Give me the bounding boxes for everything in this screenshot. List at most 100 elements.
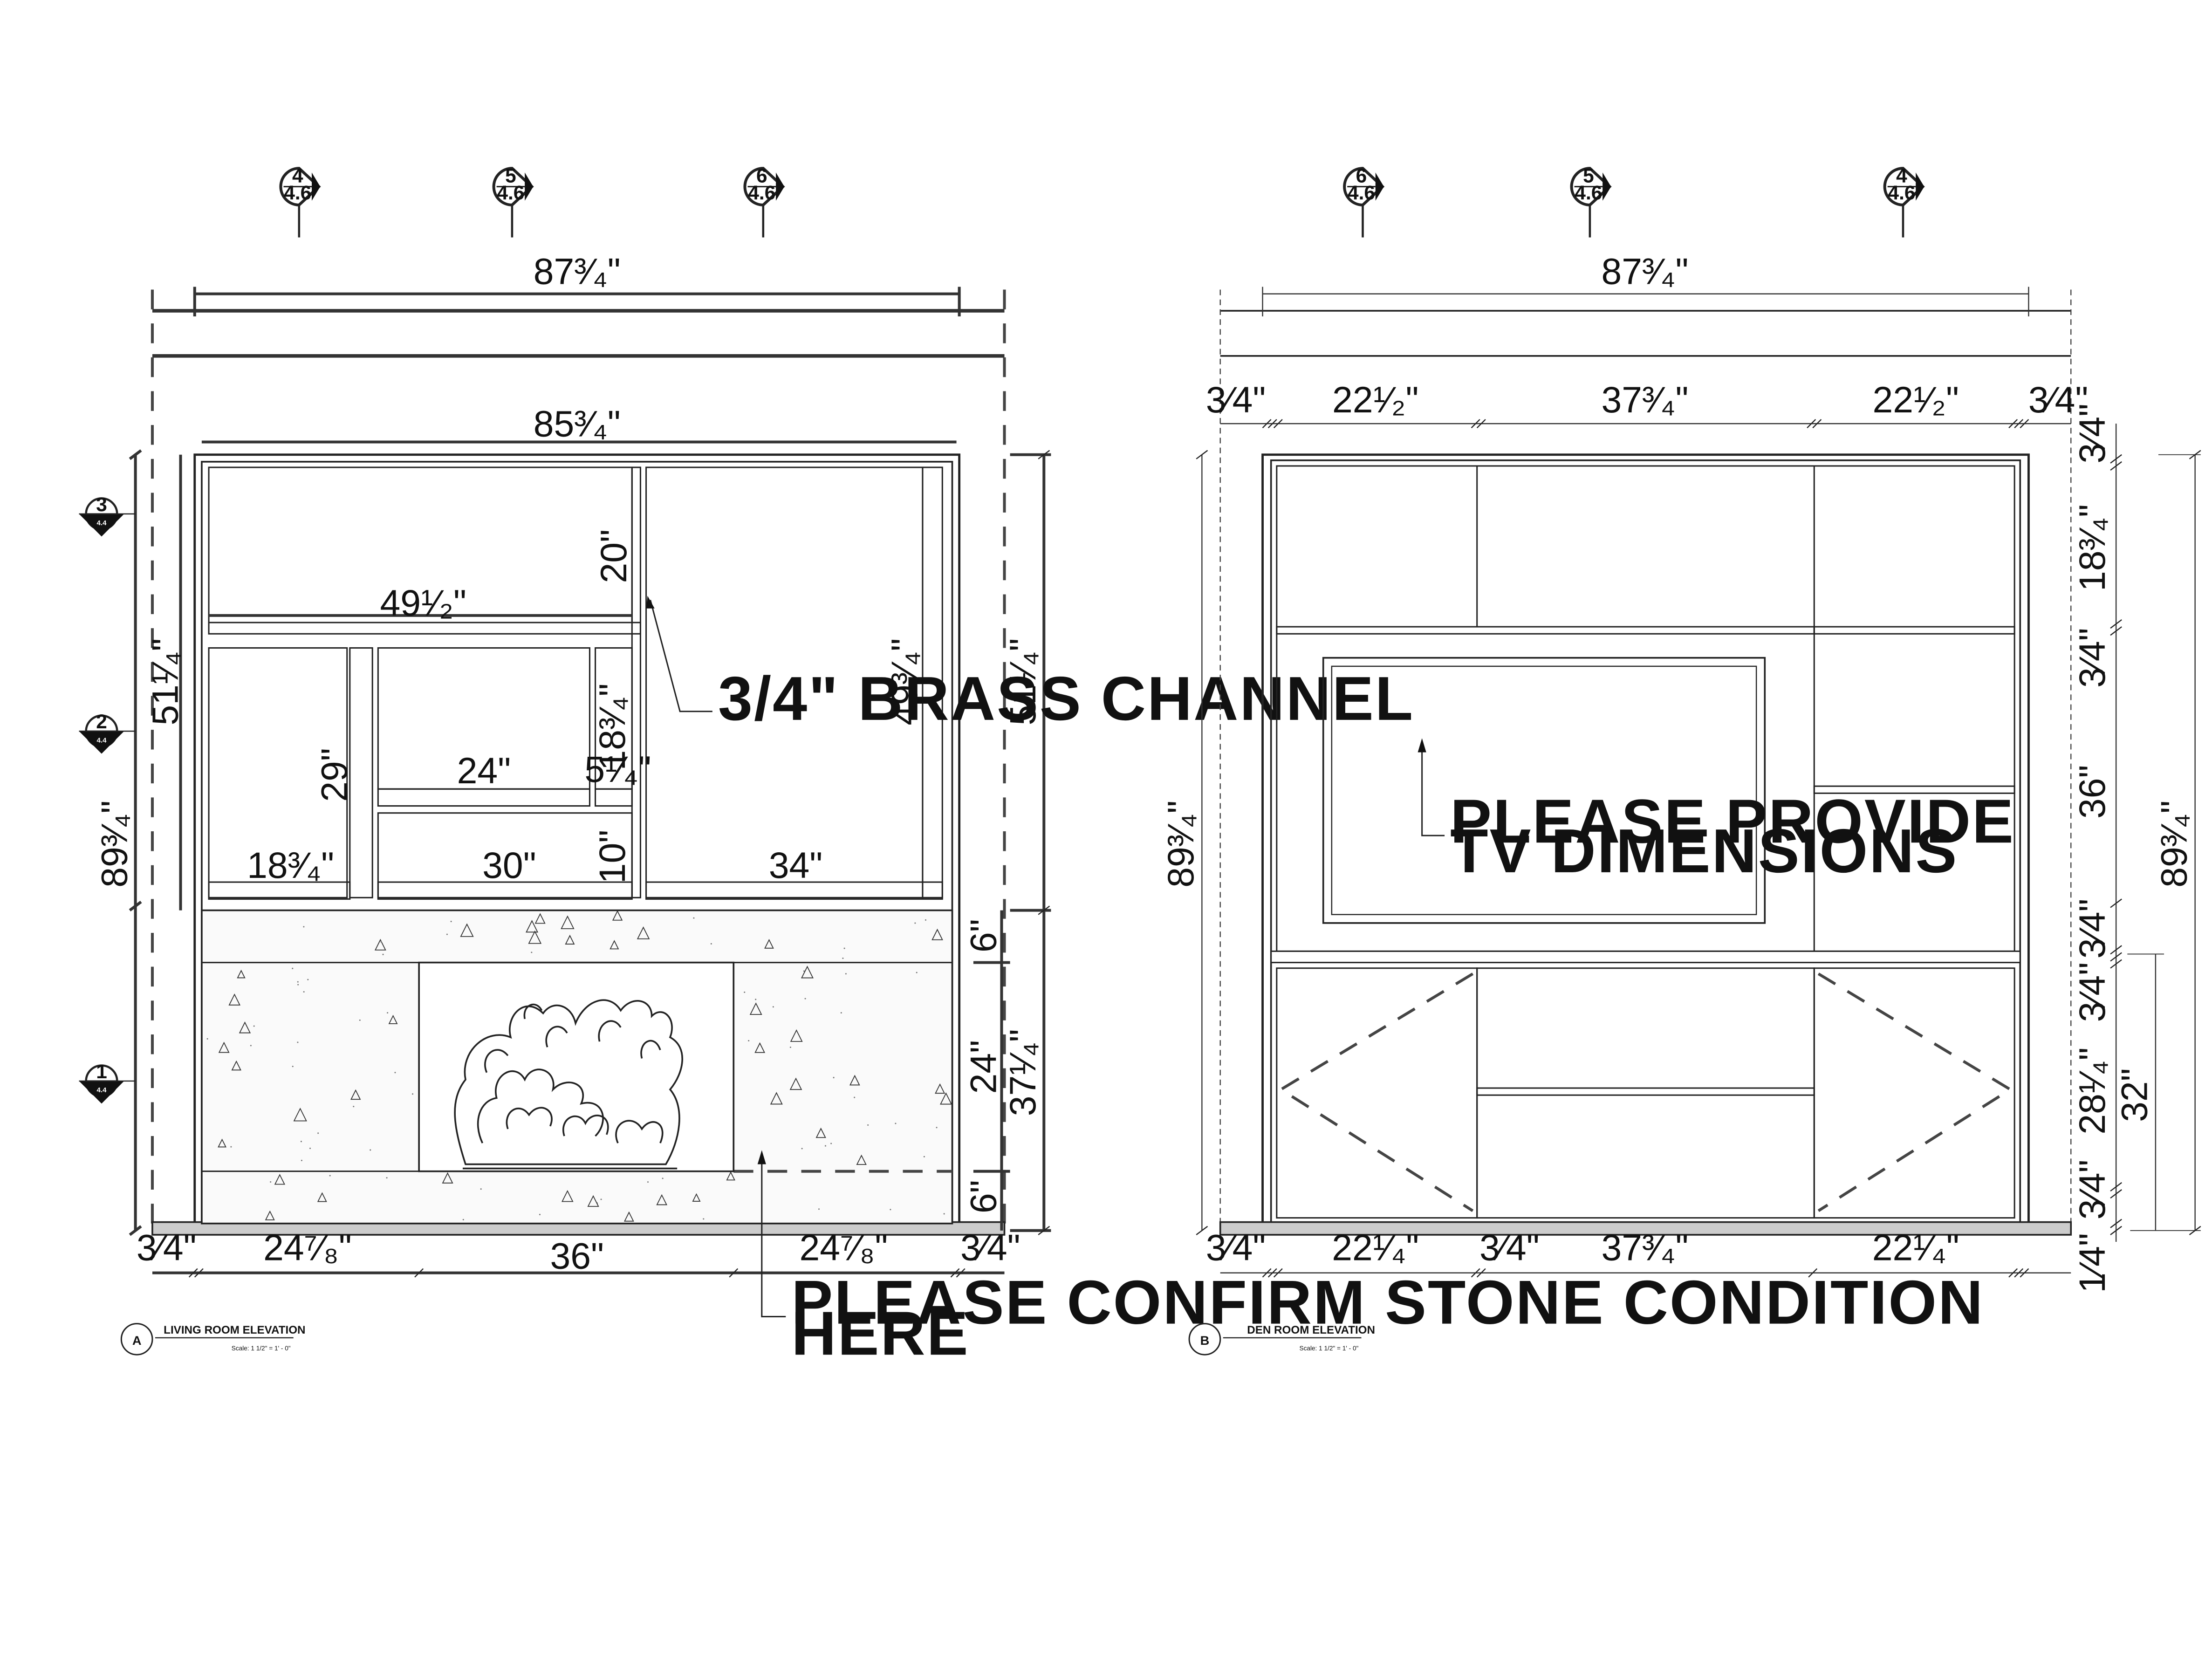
level-marker-sheet: 4.4: [96, 1086, 107, 1094]
stone-speck: [789, 1047, 791, 1048]
level-marker-sheet: 4.4: [96, 736, 107, 744]
dim-top-right-b: 3⁄4": [2028, 379, 2089, 420]
level-marker-number: 2: [96, 711, 107, 733]
stone-aggregate: [460, 923, 474, 937]
stone-speck: [382, 953, 384, 955]
fireplace-flames: [454, 999, 684, 1170]
dim-10-height: 10": [592, 830, 633, 883]
section-marker-b3[interactable]: 4 4.6: [1883, 164, 1925, 238]
dim-top-left-b: 3⁄4": [1206, 379, 1266, 420]
dim-right-36-b: 36": [2072, 765, 2113, 819]
stone-speck: [301, 1159, 302, 1161]
dim-right-6a: 6": [963, 919, 1004, 952]
section-marker-number: 5: [505, 164, 516, 186]
dim-right-32-b: 32": [2114, 1068, 2155, 1122]
stone-speck: [833, 1077, 835, 1079]
dim-right-upper: 51¹⁄₄": [1002, 638, 1043, 726]
stone-speck: [890, 1209, 891, 1211]
stone-aggregate: [815, 1127, 826, 1138]
stone-speck: [309, 1147, 311, 1149]
stone-aggregate: [609, 940, 619, 950]
stone-speck: [386, 1177, 388, 1179]
section-marker-sheet: 4.6: [284, 182, 311, 204]
stone-aggregate: [692, 1193, 701, 1202]
stone-speck: [845, 973, 847, 975]
drawing-title-a: LIVING ROOM ELEVATION: [164, 1324, 305, 1336]
section-marker-b2[interactable]: 5 4.6: [1570, 164, 1612, 238]
stone-speck: [600, 1198, 602, 1200]
stone-speck: [693, 917, 695, 919]
dim-right-34c-b: 3⁄4": [2072, 899, 2113, 959]
section-marker-a1[interactable]: 4 4.6: [279, 164, 321, 238]
dim-right-34b-b: 3⁄4": [2072, 628, 2113, 688]
stone-speck: [842, 957, 844, 959]
stone-aggregate: [293, 1108, 307, 1122]
drawing-tag-b[interactable]: [1188, 1323, 1221, 1356]
stone-aggregate: [218, 1041, 230, 1053]
drawing-scale-b: Scale: 1 1/2" = 1' - 0": [1300, 1345, 1359, 1352]
stone-speck: [303, 926, 305, 928]
stone-speck: [303, 991, 305, 993]
stone-speck: [380, 941, 382, 943]
stone-speck: [531, 952, 533, 953]
section-marker-a2[interactable]: 5 4.6: [492, 164, 534, 238]
dim-top-37-b: 37³⁄₄": [1601, 379, 1688, 420]
stone-speck: [647, 1181, 649, 1183]
dim-bottom-right: 3⁄4": [960, 1227, 1020, 1268]
stone-aggregate: [789, 1077, 802, 1090]
dim-bottom-left: 3⁄4": [137, 1227, 197, 1268]
dim-bottom-24a: 24⁷⁄₈": [263, 1227, 352, 1268]
stone-speck: [230, 1146, 232, 1148]
stone-aggregate: [317, 1192, 327, 1202]
stone-speck: [353, 1106, 355, 1108]
stone-speck: [748, 1040, 750, 1041]
den-shelving-grid: [1270, 465, 2021, 1219]
stone-speck: [450, 921, 452, 923]
stone-speck: [270, 1181, 272, 1183]
stone-speck: [297, 984, 299, 986]
den-floor-base: [1219, 1221, 2072, 1236]
section-marker-sheet: 4.6: [1348, 182, 1375, 204]
stone-aggregate: [931, 928, 943, 940]
stone-speck: [297, 1041, 299, 1043]
stone-aggregate: [388, 1014, 398, 1024]
section-marker-a3[interactable]: 6 4.6: [743, 164, 785, 238]
dim-bottom-22a-b: 22¹⁄₄": [1332, 1227, 1419, 1268]
stone-aggregate: [561, 915, 575, 929]
stone-speck: [250, 1045, 252, 1047]
dim-right-18-b: 18³⁄₄": [2072, 504, 2113, 591]
stone-speck: [446, 933, 448, 935]
stone-speck: [943, 1213, 945, 1215]
dim-right-6b: 6": [963, 1180, 1004, 1213]
stone-speck: [914, 922, 916, 924]
stone-speck: [923, 1156, 925, 1157]
section-marker-number: 4: [292, 164, 303, 186]
drawing-title-b: DEN ROOM ELEVATION: [1247, 1324, 1375, 1336]
section-marker-sheet: 4.6: [748, 182, 775, 204]
den-room-elevation: 6 4.6 5 4.6 4 4.6 87³⁄₄" 3⁄4" 22¹⁄₂" 37³…: [1160, 164, 2201, 1356]
stone-speck: [804, 998, 806, 1000]
dim-right-14-b: 1⁄4": [2072, 1233, 2113, 1293]
section-marker-b1[interactable]: 6 4.6: [1343, 164, 1385, 238]
section-marker-number: 4: [1896, 164, 1907, 186]
stone-speck: [867, 1124, 869, 1126]
stone-aggregate: [790, 1029, 803, 1042]
drawing-tag-a[interactable]: [120, 1323, 153, 1356]
dim-24-width: 24": [457, 750, 511, 791]
stone-speck: [292, 967, 294, 969]
stone-speck: [710, 943, 712, 945]
stone-aggregate: [528, 930, 542, 944]
dim-top-22b-b: 22¹⁄₂": [1873, 379, 1959, 420]
stone-speck: [843, 947, 845, 949]
section-marker-number: 6: [756, 164, 767, 186]
dim-left-height-b: 89³⁄₄": [1160, 801, 1201, 888]
stone-aggregate: [764, 938, 774, 949]
stone-speck: [755, 999, 757, 1000]
brass-channel-grid: [208, 466, 943, 900]
stone-aggregate: [749, 1002, 762, 1015]
stone-aggregate: [770, 1092, 783, 1105]
level-marker-sheet: 4.4: [96, 519, 107, 527]
stone-speck: [830, 1143, 832, 1144]
stone-speck: [662, 1178, 664, 1179]
